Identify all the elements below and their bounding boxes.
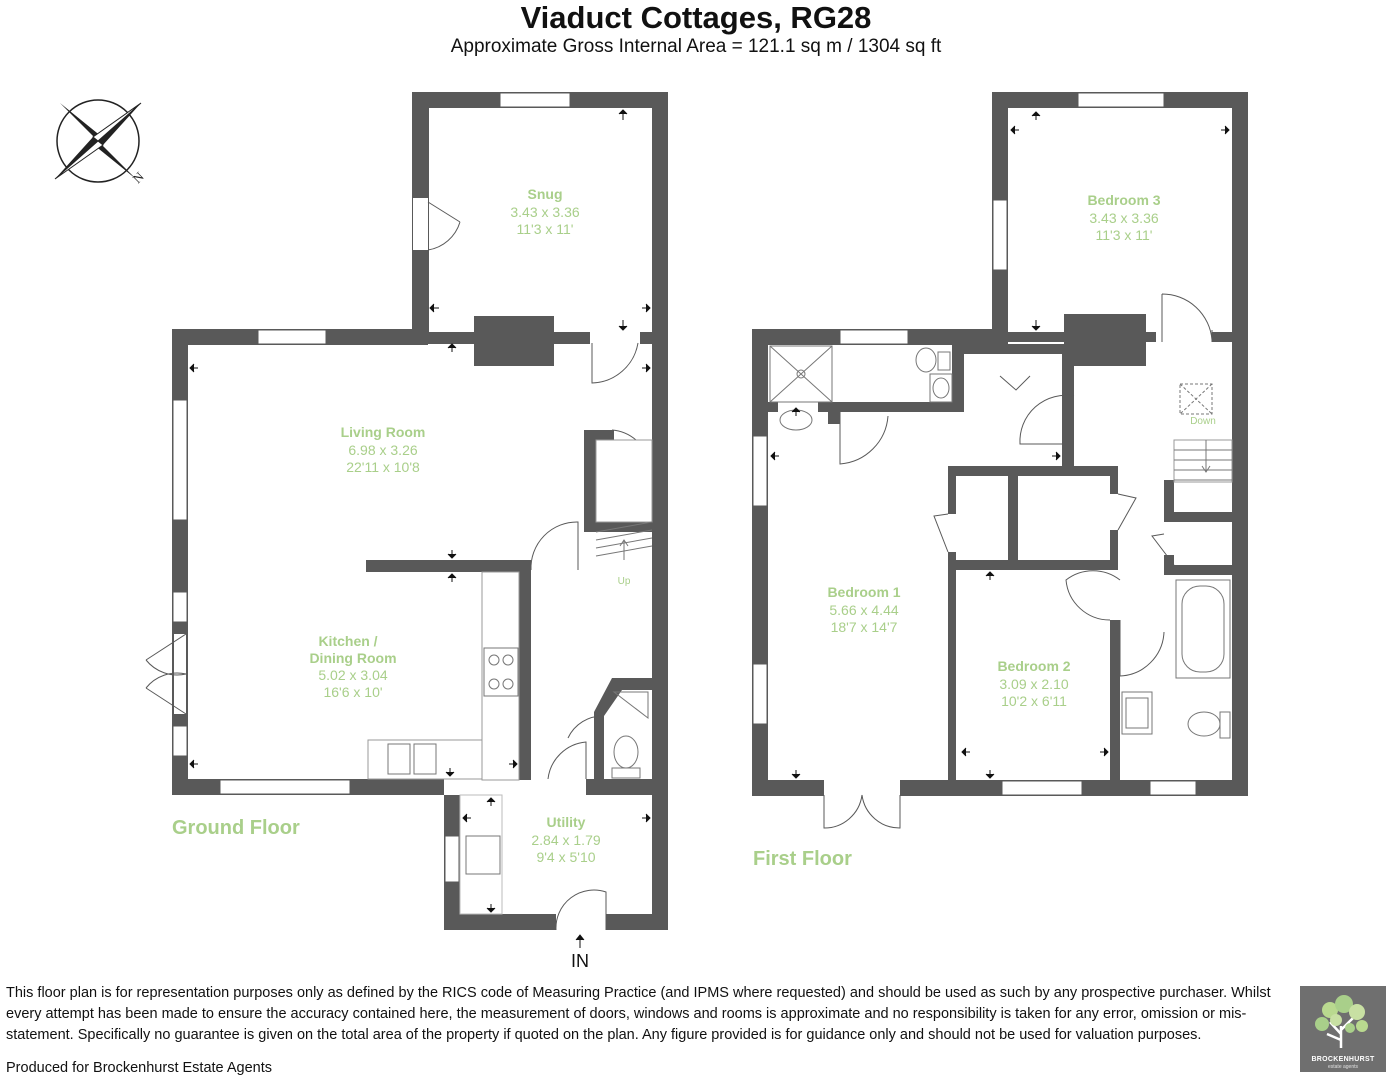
room-metric-utility: 2.84 x 1.79 [531,832,600,848]
room-name-bedroom-2: Bedroom 2 [997,658,1070,674]
ground-floor-fittings [367,439,653,915]
stairs-up-label: Up [618,576,631,587]
first-floor-dimension-arrows [770,111,1230,779]
compass-north-label: N [130,168,148,186]
first-floor-fittings [769,345,1233,739]
room-name-bedroom-1: Bedroom 1 [827,584,900,600]
room-imperial-utility: 9'4 x 5'10 [536,849,595,865]
room-name-snug: Snug [528,186,563,202]
room-imperial-living-room: 22'11 x 10'8 [346,459,420,475]
room-imperial-snug: 11'3 x 11' [517,221,574,237]
room-metric-snug: 3.43 x 3.36 [510,204,579,220]
first-floor-doors [823,293,1213,829]
room-metric-bedroom-3: 3.43 x 3.36 [1089,210,1158,226]
room-imperial-kitchen: 16'6 x 10' [323,684,382,700]
ground-floor-dimension-arrows [189,109,651,948]
room-name-kitchen-line2: Dining Room [309,650,396,666]
ground-floor-doors [145,198,640,931]
room-metric-bedroom-2: 3.09 x 2.10 [999,676,1068,692]
produced-for-text: Produced for Brockenhurst Estate Agents [6,1060,272,1076]
floor-plan-drawing: N [54,92,1248,971]
first-floor-windows [752,92,1197,796]
room-name-bedroom-3: Bedroom 3 [1087,192,1160,208]
room-imperial-bedroom-2: 10'2 x 6'11 [1001,693,1067,709]
room-metric-bedroom-1: 5.66 x 4.44 [829,602,898,618]
room-imperial-bedroom-3: 11'3 x 11' [1096,227,1153,243]
tree-icon [1315,995,1368,1048]
logo-tagline: estate agents [1327,1064,1359,1070]
room-imperial-bedroom-1: 18'7 x 14'7 [831,619,898,635]
ground-floor-windows [172,92,571,883]
compass-icon: N [54,99,148,186]
room-name-living-room: Living Room [341,424,426,440]
brockenhurst-logo [1300,986,1386,1072]
stairs-down-label: Down [1190,416,1216,427]
ground-floor-label: Ground Floor [172,817,300,839]
room-name-utility: Utility [547,814,586,830]
room-metric-living-room: 6.98 x 3.26 [348,442,417,458]
logo-name: BROCKENHURST [1311,1056,1375,1063]
disclaimer-text: This floor plan is for representation pu… [6,985,1271,1043]
area-subtitle: Approximate Gross Internal Area = 121.1 … [450,36,942,57]
plan-title: Viaduct Cottages, RG28 [520,0,872,35]
room-name-kitchen-line1: Kitchen / [318,633,377,649]
entrance-label: IN [571,951,589,971]
room-metric-kitchen: 5.02 x 3.04 [318,667,387,683]
first-floor-label: First Floor [753,848,852,870]
